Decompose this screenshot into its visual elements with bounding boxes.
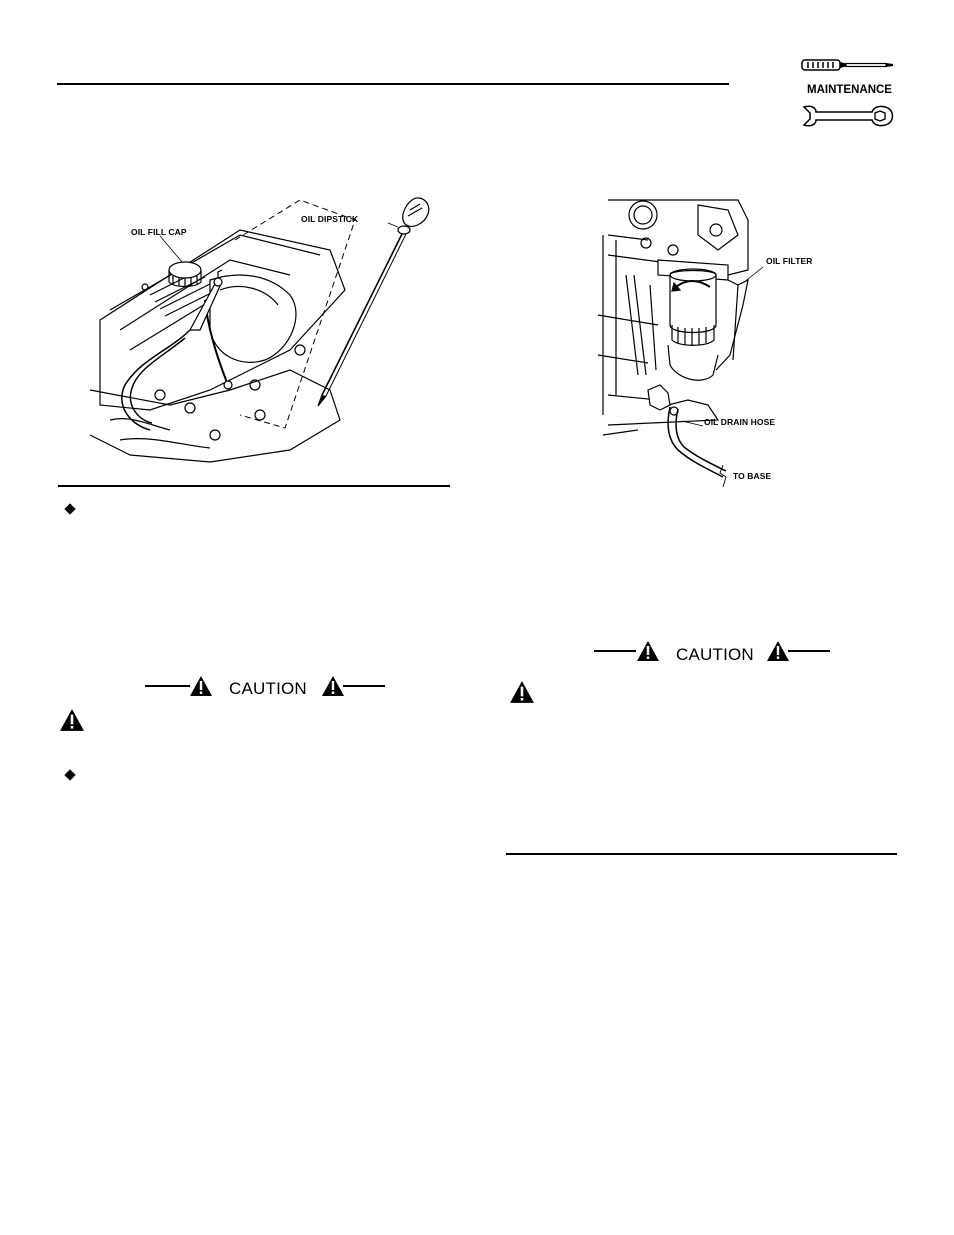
diamond-bullet-icon [64,769,76,781]
engine-illustration [89,197,430,463]
oil-fill-cap-label: OIL FILL CAP [131,227,187,237]
wrench-icon [802,105,894,127]
left-column-rule [58,485,450,487]
right-column-rule [506,853,897,855]
warning-triangle-icon [637,641,659,661]
caution-rule-right [343,685,385,687]
warning-triangle-icon [510,681,534,703]
screwdriver-icon [801,59,893,71]
caution-left-banner: CAUTION [145,674,390,704]
maintenance-badge: MAINTENANCE [800,56,900,131]
caution-title: CAUTION [229,679,307,698]
oil-filter-label: OIL FILTER [766,256,813,266]
warning-triangle-icon [60,709,84,731]
maintenance-label: MAINTENANCE [807,84,892,96]
warning-triangle-icon [322,676,344,696]
oil-filter-figure: OIL FILTER OIL DRAIN HOSE TO BASE [597,195,838,495]
to-base-label: TO BASE [733,471,772,481]
caution-right-banner: CAUTION [594,640,834,670]
warning-triangle-icon [190,676,212,696]
caution-rule-left [145,685,190,687]
caution-rule-right [788,650,830,652]
engine-oil-fill-figure: OIL FILL CAP OIL DIPSTICK [89,190,450,465]
oil-dipstick-label: OIL DIPSTICK [301,214,359,224]
oil-filter-illustration [597,199,764,488]
caution-rule-left [594,650,636,652]
warning-triangle-icon [767,641,789,661]
diamond-bullet-icon [64,503,76,515]
header-rule [57,83,729,85]
oil-drain-hose-label: OIL DRAIN HOSE [704,417,776,427]
caution-title: CAUTION [676,645,754,664]
